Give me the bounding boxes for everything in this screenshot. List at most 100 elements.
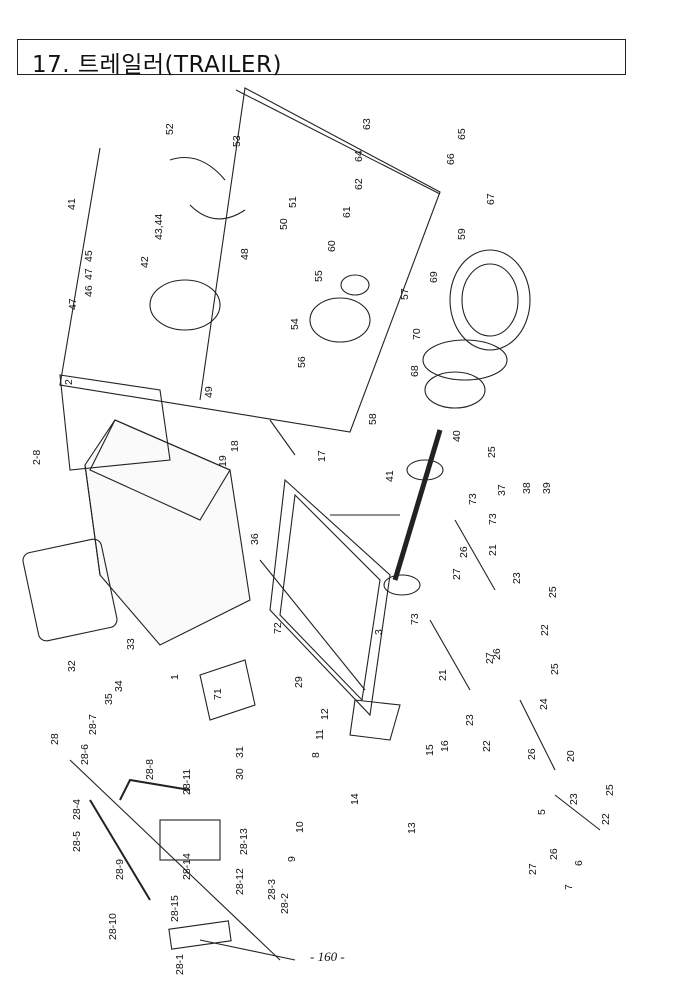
callout-label: 67 [485,193,497,205]
callout-label: 36 [249,533,261,545]
callout-label: 63 [361,118,373,130]
callout-label: 66 [445,153,457,165]
callout-label: 40 [451,430,463,442]
callout-label: 60 [326,240,338,252]
callout-label: 22 [600,813,612,825]
callout-label: 28 [49,733,61,745]
callout-label: 73 [487,513,499,525]
callout-label: 61 [341,206,353,218]
callout-label: 28-9 [114,859,126,880]
callout-label: 28-10 [107,913,119,940]
hitch-plate [168,920,232,950]
tire [449,249,531,351]
callout-label: 32 [66,660,78,672]
front-guard-frame [22,538,118,642]
callout-label: 21 [487,544,499,556]
callout-label: 25 [549,663,561,675]
callout-label: 8 [310,752,322,758]
callout-label: 28-4 [71,799,83,820]
chassis-frame [269,478,391,717]
callout-label: 26 [526,748,538,760]
callout-label: 27 [484,652,496,664]
side-gate [59,374,171,471]
callout-label: 21 [437,669,449,681]
section-title-box: 17. 트레일러(TRAILER) [17,39,626,78]
callout-label: 28-3 [266,879,278,900]
callout-label: 23 [511,572,523,584]
callout-label: 19 [217,455,229,467]
brake-drum [149,279,221,331]
callout-label: 25 [547,586,559,598]
callout-label: 42 [139,256,151,268]
callout-label: 51 [287,196,299,208]
callout-label: 35 [103,693,115,705]
callout-label: 73 [409,613,421,625]
callout-label: 23 [464,714,476,726]
callout-label: 52 [164,123,176,135]
callout-label: 47 [67,298,79,310]
callout-label: 14 [349,793,361,805]
callout-label: 46 [83,285,95,297]
callout-label: 2 [63,379,75,385]
callout-label: 17 [316,450,328,462]
callout-label: 65 [456,128,468,140]
callout-label: 27 [451,568,463,580]
seat [199,659,256,721]
callout-label: 26 [458,546,470,558]
callout-labels: 1 2 2-8 3 5 6 7 8 9 10 11 12 13 14 15 16… [31,118,616,975]
callout-label: 12 [319,708,331,720]
callout-label: 45 [83,250,95,262]
callout-label: 28-7 [87,714,99,735]
callout-label: 28-11 [181,769,193,795]
callout-label: 70 [411,328,423,340]
callout-label: 50 [278,218,290,230]
brake-shoe-lower [189,204,246,220]
hub-drum [309,297,371,343]
callout-label: 55 [313,270,325,282]
callout-label: 13 [406,822,418,834]
callout-label: 68 [409,365,421,377]
callout-label: 28-8 [144,759,156,780]
callout-label: 22 [539,624,551,636]
callout-label: 28-5 [71,831,83,852]
callout-label: 72 [272,622,284,634]
callout-label: 28-12 [234,868,246,895]
callout-label: 28-13 [238,828,250,855]
drawbar [349,699,401,741]
callout-label: 34 [113,680,125,692]
callout-label: 3 [373,629,385,635]
callout-label: 71 [212,688,224,700]
callout-label: 54 [289,318,301,330]
callout-label: 73 [467,493,479,505]
callout-label: 28-14 [181,853,193,880]
callout-label: 22 [481,740,493,752]
axle [392,429,443,581]
callout-label: 48 [239,248,251,260]
callout-label: 33 [125,638,137,650]
callout-label: 59 [456,228,468,240]
callout-label: 18 [229,440,241,452]
callout-label: 57 [399,288,411,300]
callout-label: 41 [384,470,396,482]
callout-label: 39 [541,482,553,494]
callout-label: 6 [573,860,585,866]
callout-label: 29 [293,676,305,688]
callout-label: 9 [286,856,298,862]
callout-label: 31 [234,746,246,758]
callout-label: 10 [294,821,306,833]
callout-label: 25 [486,446,498,458]
callout-label: 28-15 [169,895,181,922]
callout-label: 64 [353,150,365,162]
callout-label: 23 [568,793,580,805]
callout-label: 58 [367,413,379,425]
callout-label: 27 [527,863,539,875]
callout-label: 20 [565,750,577,762]
callout-label: 38 [521,482,533,494]
callout-label: 26 [491,648,503,660]
callout-label: 11 [314,729,326,740]
wheel-rim [422,339,508,381]
callout-label: 28-1 [174,954,186,975]
callout-label: 2-8 [31,450,43,465]
callout-label: 28-6 [79,744,91,765]
